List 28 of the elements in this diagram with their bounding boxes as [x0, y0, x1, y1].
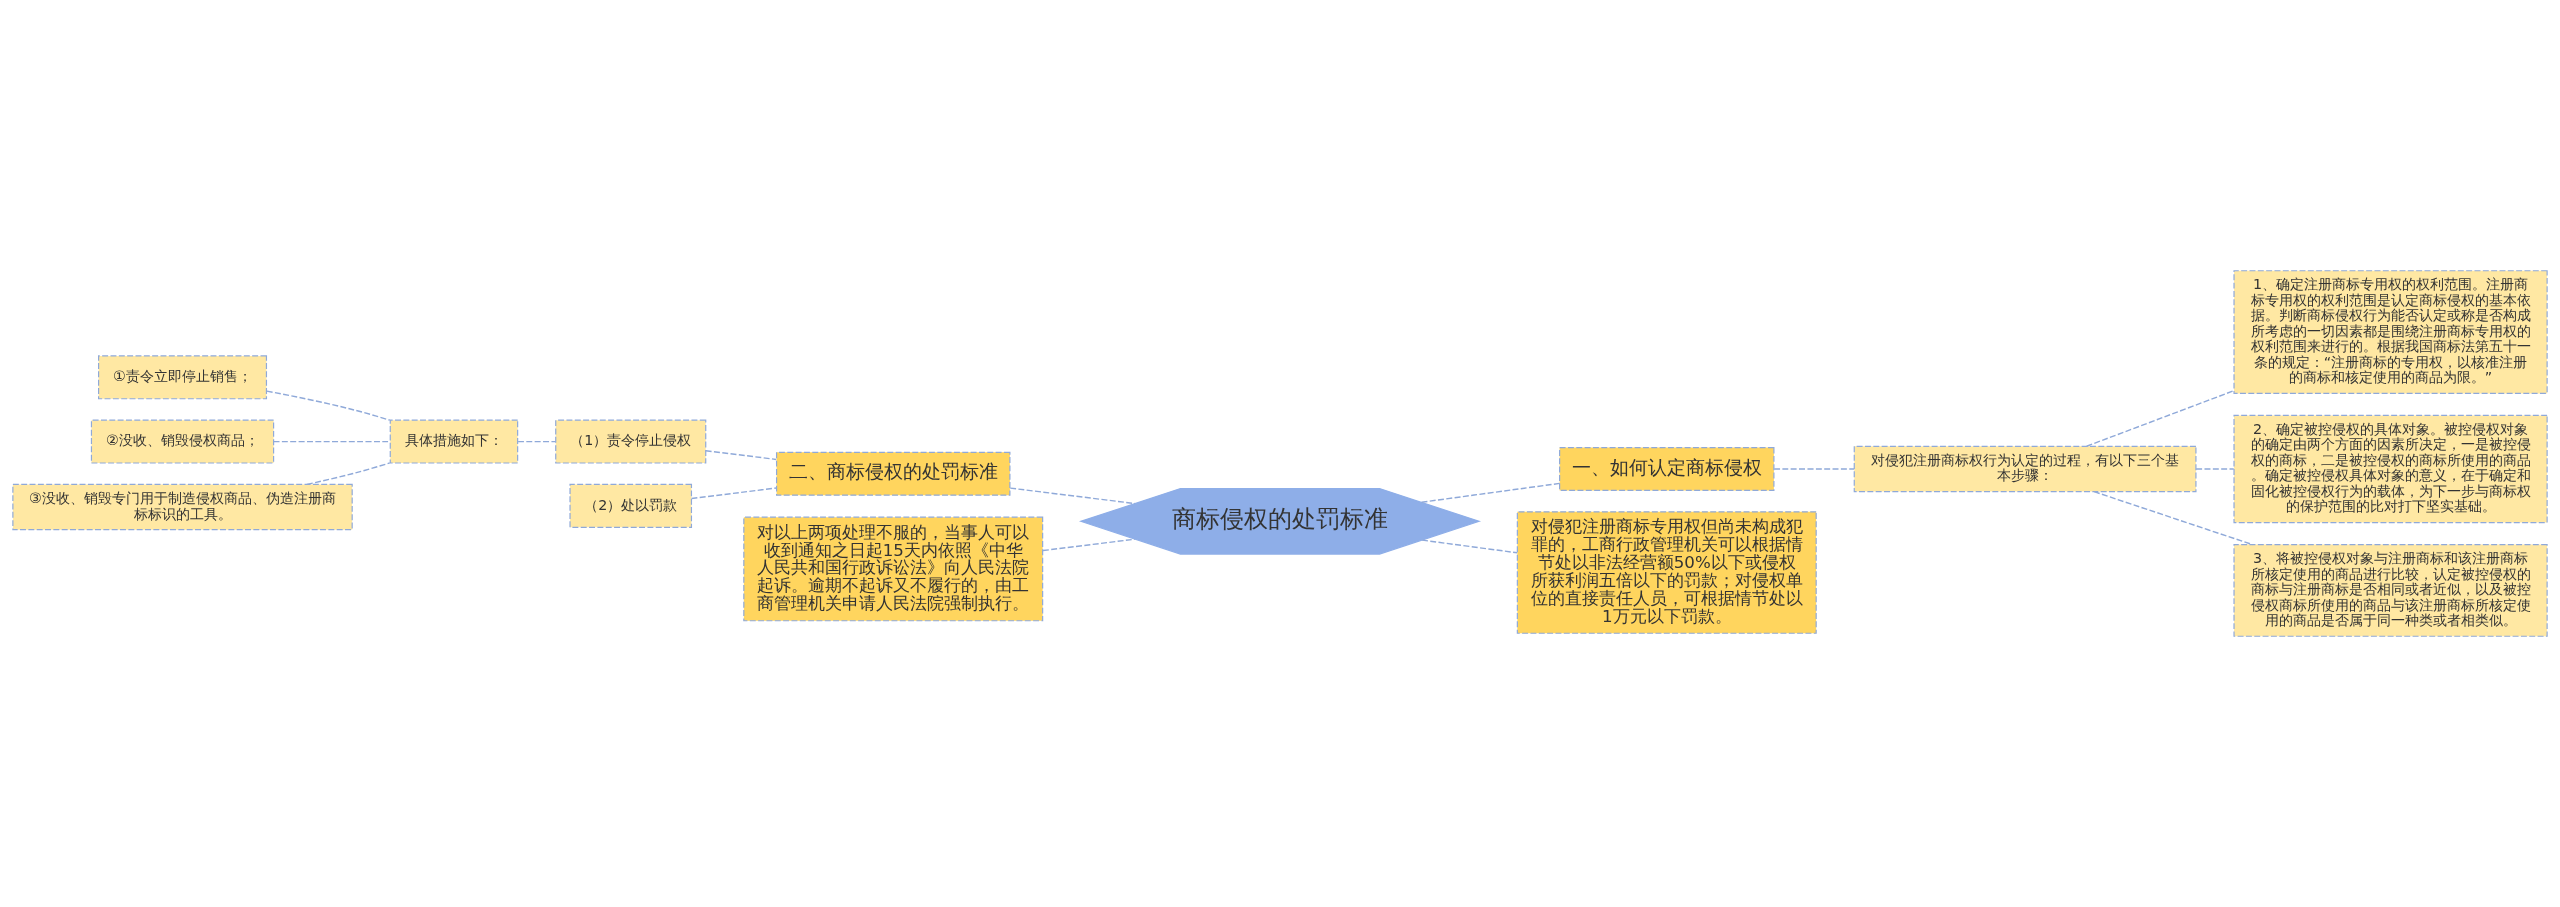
- connector: [2085, 390, 2235, 447]
- node-box: （2）处以罚款: [569, 483, 693, 528]
- connector: [266, 390, 391, 421]
- node-box: 1、确定注册商标专用权的权利范围。注册商标专用权的权利范围是认定商标侵权的基本依据。判断商标侵权行为能否认定或称是否构成所考虑的一切因素都是围绕注册商标专用权的权利范围来进行的。根据我国商标法第五十一条的规定：“注册商标的专用权，以核准注册的商标和核定使用的商品为限。”: [2233, 270, 2548, 394]
- connector: [1421, 539, 1518, 554]
- connector: [1009, 487, 1136, 505]
- connector: [272, 440, 391, 443]
- node-box: 对侵犯注册商标权行为认定的过程，有以下三个基本步骤：: [1853, 445, 2197, 493]
- node-box: ③没收、销毁专门用于制造侵权商品、伪造注册商标标识的工具。: [12, 483, 353, 531]
- connector: [1042, 538, 1136, 552]
- node-box: （1）责令停止侵权: [555, 419, 707, 464]
- connector: [1420, 482, 1561, 503]
- node-box: 3、将被控侵权对象与注册商标和该注册商标所核定使用的商品进行比较，认定被控侵权的商标与注册商标是否相同或者近似，以及被控侵权商标所使用的商品与该注册商标所核定使用的商品是否属于同一种类或者相类似。: [2233, 543, 2548, 637]
- node-box: 一、如何认定商标侵权: [1559, 446, 1775, 491]
- node-box: 2、确定被控侵权的具体对象。被控侵权对象的确定由两个方面的因素所决定，一是被控侵权的商标，二是被控侵权的商标所使用的商品。确定被控侵权具体对象的意义，在于确定和固化被控侵权行为的载体，为下一步与商标权的保护范围的比对打下坚实基础。: [2233, 414, 2548, 524]
- node-box: 二、商标侵权的处罚标准: [775, 451, 1011, 496]
- node-box: 具体措施如下：: [389, 419, 519, 464]
- connector: [517, 440, 557, 443]
- connector: [705, 450, 777, 461]
- connector: [2195, 468, 2235, 470]
- connector: [1773, 468, 1855, 470]
- node-box: 对以上两项处理不服的，当事人可以收到通知之日起15天内依照《中华人民共和国行政诉讼法》向人民法院起诉。逾期不起诉又不履行的，由工商管理机关申请人民法院强制执行。: [743, 516, 1044, 622]
- node-box: ①责令立即停止销售；: [98, 355, 268, 400]
- connector: [2093, 490, 2253, 546]
- connector: [690, 487, 778, 500]
- node-box: ②没收、销毁侵权商品；: [90, 419, 275, 464]
- connector: [306, 462, 391, 486]
- node-box: 对侵犯注册商标专用权但尚未构成犯罪的，工商行政管理机关可以根据情节处以非法经营额50%以下或侵权所获利润五倍以下的罚款；对侵权单位的直接责任人员，可根据情节处以1万元以下罚款。: [1516, 511, 1817, 634]
